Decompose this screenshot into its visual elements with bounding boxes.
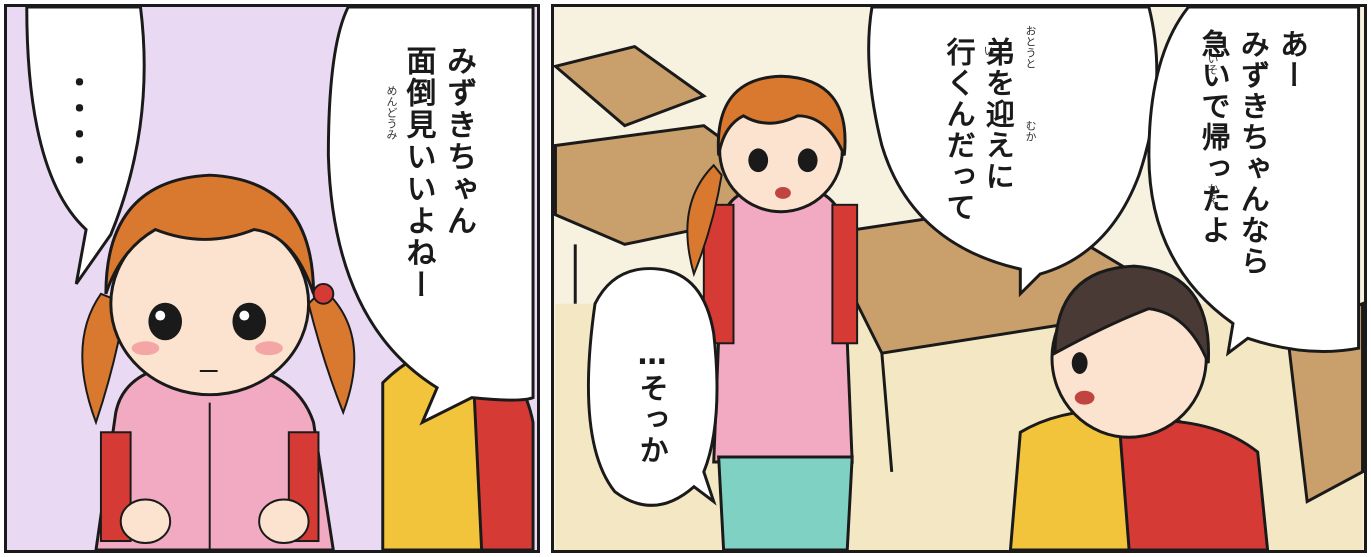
- hand-right: [258, 498, 310, 544]
- eye-left: [148, 302, 183, 341]
- bubble-text-aa: あー みずきちゃんなら 急いで帰ったよ: [1197, 29, 1310, 277]
- blush-left: [131, 341, 160, 356]
- comic-panel-left: ・・・・ みずきちゃん 面倒見いいよねー めんどうみ: [4, 4, 540, 553]
- eye-right: [232, 302, 267, 341]
- teal-shorts: [717, 455, 854, 550]
- child-hair: [1053, 264, 1210, 364]
- eye-right-highlight: [239, 310, 250, 321]
- hand-left: [119, 498, 172, 544]
- backpack-standing-right: [831, 203, 859, 345]
- bubble-text-mendoumi: みずきちゃん 面倒見いいよねー: [400, 45, 477, 301]
- standing-girl-hair: [716, 74, 847, 156]
- ruby-mendoumi: めんどうみ: [385, 85, 398, 140]
- ruby-otouto: おとうと: [1024, 25, 1037, 69]
- bubble-text-sokka: …そっか: [635, 337, 670, 466]
- speech-bubble-dots: [25, 7, 146, 285]
- ruby-kae: かえ: [1206, 183, 1219, 205]
- standing-mouth: [775, 187, 791, 199]
- standing-eye-right: [797, 148, 818, 173]
- eye-left-highlight: [155, 310, 166, 321]
- pigtail-right: [307, 287, 356, 416]
- ruby-mukae: むか: [1024, 120, 1037, 142]
- bubble-text-dots: ・・・・: [58, 67, 94, 171]
- speech-bubble-mizuki: [326, 7, 535, 426]
- speech-bubble-sokka: [586, 267, 719, 507]
- child-eye: [1071, 352, 1088, 374]
- scene-illustration-right: [554, 7, 1364, 550]
- girl-hair: [104, 173, 316, 295]
- bubble-text-otouto: 弟を迎えに 行くんだって: [942, 37, 1016, 223]
- desk-center-leg: [880, 353, 894, 472]
- ruby-iku: い: [982, 45, 995, 56]
- child-mouth: [1074, 390, 1095, 405]
- pink-hoodie-standing: [712, 183, 854, 464]
- hair-tie: [312, 282, 335, 305]
- ruby-isoi: いそ: [1206, 53, 1219, 75]
- standing-eye-left: [748, 148, 769, 173]
- standing-pigtail: [686, 163, 723, 278]
- comic-panel-right: 弟を迎えに 行くんだって おとうと むか い あー みずきちゃんなら 急いで帰っ…: [551, 4, 1367, 553]
- blush-right: [255, 341, 283, 356]
- desk-back-left: [554, 44, 707, 128]
- speech-bubble-aa: [1147, 7, 1361, 357]
- scene-illustration-left: [25, 7, 535, 550]
